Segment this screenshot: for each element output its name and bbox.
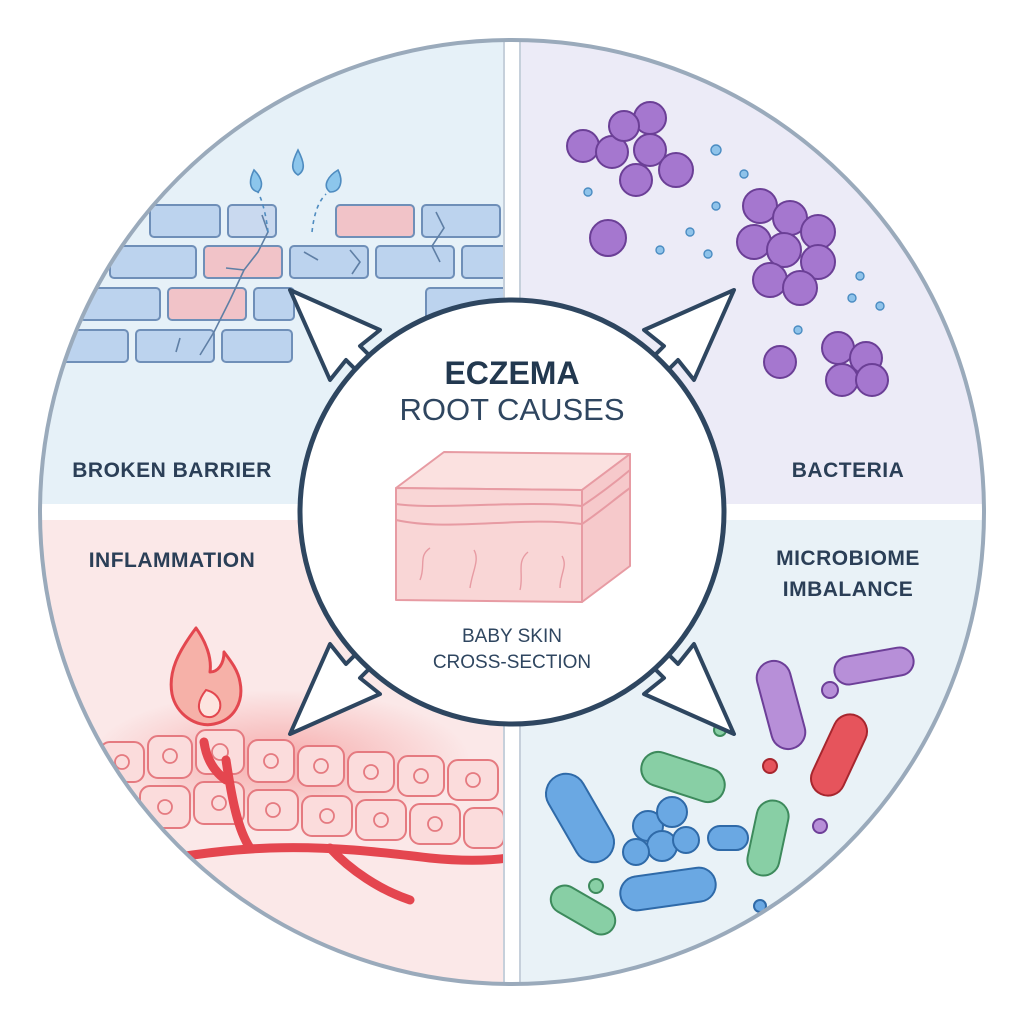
caption-cross-section: CROSS-SECTION — [433, 652, 591, 673]
label-imbalance: IMBALANCE — [783, 578, 914, 601]
microbe-mix-illustration — [545, 646, 915, 936]
outer-ring — [38, 38, 986, 986]
small-particles — [583, 144, 885, 335]
label-broken-barrier: BROKEN BARRIER — [72, 459, 272, 482]
flame-icon — [169, 626, 243, 727]
skin-cross-section-icon — [395, 451, 631, 603]
title-eczema: ECZEMA — [444, 355, 579, 391]
title-root-causes: ROOT CAUSES — [399, 392, 624, 427]
water-drops-icon — [249, 148, 342, 193]
brick-wall-illustration — [59, 148, 512, 363]
bacteria-cluster-illustration — [566, 101, 889, 397]
label-bacteria: BACTERIA — [792, 459, 905, 482]
caption-baby-skin: BABY SKIN — [462, 626, 562, 647]
label-microbiome: MICROBIOME — [776, 547, 920, 570]
center-hub: ECZEMA ROOT CAUSES BABY SKIN CROSS-SECTI… — [288, 288, 736, 736]
label-inflammation: INFLAMMATION — [89, 549, 256, 572]
